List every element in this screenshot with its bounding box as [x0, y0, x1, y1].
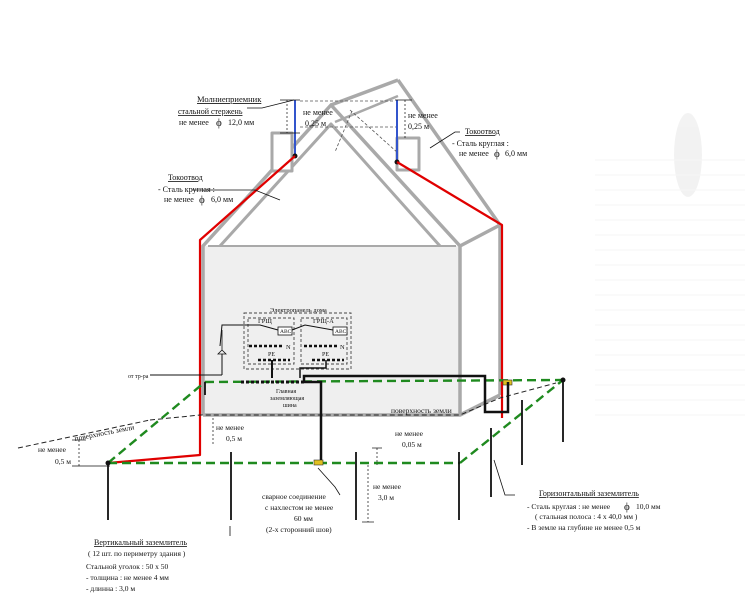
ground-surface-left — [17, 419, 151, 449]
phi-2: ϕ — [494, 148, 500, 160]
vert-1: ( 12 шт. по периметру здания ) — [88, 549, 186, 558]
downlead-left-3: 6,0 мм — [211, 195, 233, 204]
depth-left-2: 0,5 м — [55, 457, 71, 466]
bus-2: заземляющая — [270, 396, 304, 402]
vert-3: - толщина : не менее 4 мм — [86, 573, 169, 582]
roof-hidden-lines — [300, 100, 399, 154]
ground-loop-left — [107, 381, 206, 464]
weld-4: (2-х сторонний шов) — [266, 525, 332, 534]
pe-right: PE — [322, 352, 329, 358]
panel-right-label: ГРЩ-А — [313, 318, 334, 325]
air-terminal-rod: стальной стержень — [178, 107, 243, 116]
downlead-left — [107, 155, 296, 465]
vert-4: - длинна : 3,0 м — [86, 584, 135, 593]
house-front-wall — [203, 246, 460, 415]
electrical-panel — [150, 312, 510, 460]
rod-len-1: не менее — [373, 482, 402, 491]
weld-3: 60 мм — [294, 514, 313, 523]
vert-2: Стальной уголок : 50 х 50 — [86, 562, 168, 571]
ground-plane — [17, 382, 557, 449]
air-terminal-min: не менее — [179, 118, 209, 127]
eave-right — [459, 223, 501, 248]
panel-outer — [243, 312, 352, 370]
gable-inner-band — [218, 122, 442, 248]
downlead-right — [396, 161, 504, 418]
from-substation: от тр-ра — [128, 374, 149, 380]
abc-right: ABC — [335, 329, 347, 335]
background-smudge — [595, 113, 745, 416]
panel-left-label: ГРЩ — [258, 318, 272, 325]
phi-3: ϕ — [199, 194, 205, 206]
horiz-1: - Сталь круглая : не менее — [527, 502, 611, 511]
horiz-1b: 10,0 мм — [636, 502, 661, 511]
height-left-1: не менее — [303, 108, 333, 117]
bus-3: шина — [283, 403, 297, 409]
horiz-title: Горизонтальный заземлитель — [539, 489, 639, 498]
downlead-right-1: - Сталь круглая : — [452, 139, 509, 148]
n-right: N — [340, 344, 345, 351]
ridge-inner — [334, 94, 399, 124]
phi-1: ϕ — [216, 117, 222, 129]
depth-mid-1: не менее — [216, 423, 245, 432]
text-labels: Молниеприемник стальной стержень не мене… — [38, 94, 661, 593]
phi-4: ϕ — [624, 501, 630, 513]
ground-surface-right: поверхность земли — [391, 406, 452, 415]
house-side-bottom — [459, 393, 501, 417]
downlead-right-3: 6,0 мм — [505, 149, 527, 158]
downleads — [107, 155, 504, 465]
depth-mid-2: 0,5 м — [226, 434, 242, 443]
downlead-left-title: Токоотвод — [168, 173, 203, 182]
n-left: N — [286, 344, 291, 351]
ground-surface-left: поверхность земли — [74, 423, 135, 443]
house — [201, 78, 502, 417]
downlead-right-2: не менее — [459, 149, 489, 158]
horiz-2: ( стальная полоса : 4 х 40,0 мм ) — [535, 512, 638, 521]
pe-left: PE — [268, 352, 275, 358]
roof-back-slope — [396, 78, 502, 227]
air-terminal-dia: 12,0 мм — [228, 118, 254, 127]
downlead-left-1: - Сталь круглая : — [158, 185, 215, 194]
chimney-left — [270, 131, 294, 173]
air-terminal-title: Молниеприемник — [197, 94, 262, 104]
height-right-1: не менее — [408, 111, 438, 120]
leader-lines — [192, 99, 515, 536]
panel-title: Электропанель дома — [270, 307, 327, 314]
panel-grsh-a — [300, 317, 348, 365]
horiz-3: - В земле на глубине не менее 0,5 м — [527, 523, 641, 532]
dimension-lines — [72, 99, 412, 523]
vert-title: Вертикальный заземлитель — [94, 538, 187, 547]
ground-surface-back — [149, 382, 557, 421]
depth-left-1: не менее — [38, 445, 67, 454]
vertical-rods — [107, 378, 564, 520]
downlead-right-title: Токоотвод — [465, 127, 500, 136]
depth-top-2: 0,05 м — [402, 440, 422, 449]
rod-len-2: 3,0 м — [378, 493, 394, 502]
weld-1: сварное соединение — [262, 492, 327, 501]
height-left-2: 0,25 м — [305, 119, 326, 128]
abc-left: ABC — [280, 329, 292, 335]
height-right-2: 0,25 м — [408, 122, 429, 131]
downlead-left-2: не менее — [164, 195, 194, 204]
weld-2: с нахлестом не менее — [265, 503, 334, 512]
bus-1: Главная — [276, 389, 296, 395]
depth-top-1: не менее — [395, 429, 424, 438]
ground-loop-right — [459, 379, 564, 464]
